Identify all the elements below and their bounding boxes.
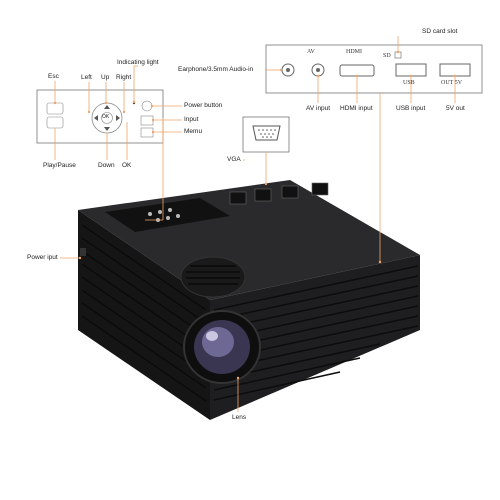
hdmi-input-label: HDMI input <box>340 105 373 112</box>
port-panel <box>265 44 483 94</box>
power-button-label: Power button <box>184 102 223 109</box>
keypad-panel <box>36 89 164 144</box>
5v-out-label: 5V out <box>446 105 465 112</box>
up-label: Up <box>101 74 110 81</box>
port-sd-text: SD <box>383 53 391 59</box>
keypad-ok-text: OK <box>102 114 110 120</box>
earphone-label: Earphone/3.5mm Audio-in <box>178 66 254 73</box>
power-input-label: Power iput <box>27 254 58 261</box>
port-hdmi-text: HDMI <box>346 49 362 55</box>
top-control-panel <box>105 198 230 232</box>
vga-label: VGA <box>227 156 241 163</box>
input-label: Input <box>184 116 199 123</box>
play-pause-label: Play/Pause <box>43 162 76 169</box>
port-usb-text: USB <box>403 80 415 86</box>
port-av-text: AV <box>307 49 315 55</box>
usb-input-label: USB input <box>396 105 426 112</box>
leader-lines <box>54 36 456 412</box>
menu-label: Memu <box>184 128 203 135</box>
left-label: Left <box>81 74 92 81</box>
indicating-light-label: Indicating light <box>117 59 159 66</box>
esc-label: Esc <box>48 73 59 80</box>
projector-illustration <box>78 180 420 420</box>
ok-label: OK <box>122 162 132 169</box>
av-input-label: AV input <box>306 105 331 112</box>
port-out5v-text: OUT 5V <box>441 80 463 86</box>
vga-panel <box>242 116 290 153</box>
down-label: Down <box>98 162 115 169</box>
lens-label: Lens <box>232 414 247 421</box>
right-label: Right <box>116 74 132 81</box>
sd-card-slot-label: SD card slot <box>422 28 458 35</box>
